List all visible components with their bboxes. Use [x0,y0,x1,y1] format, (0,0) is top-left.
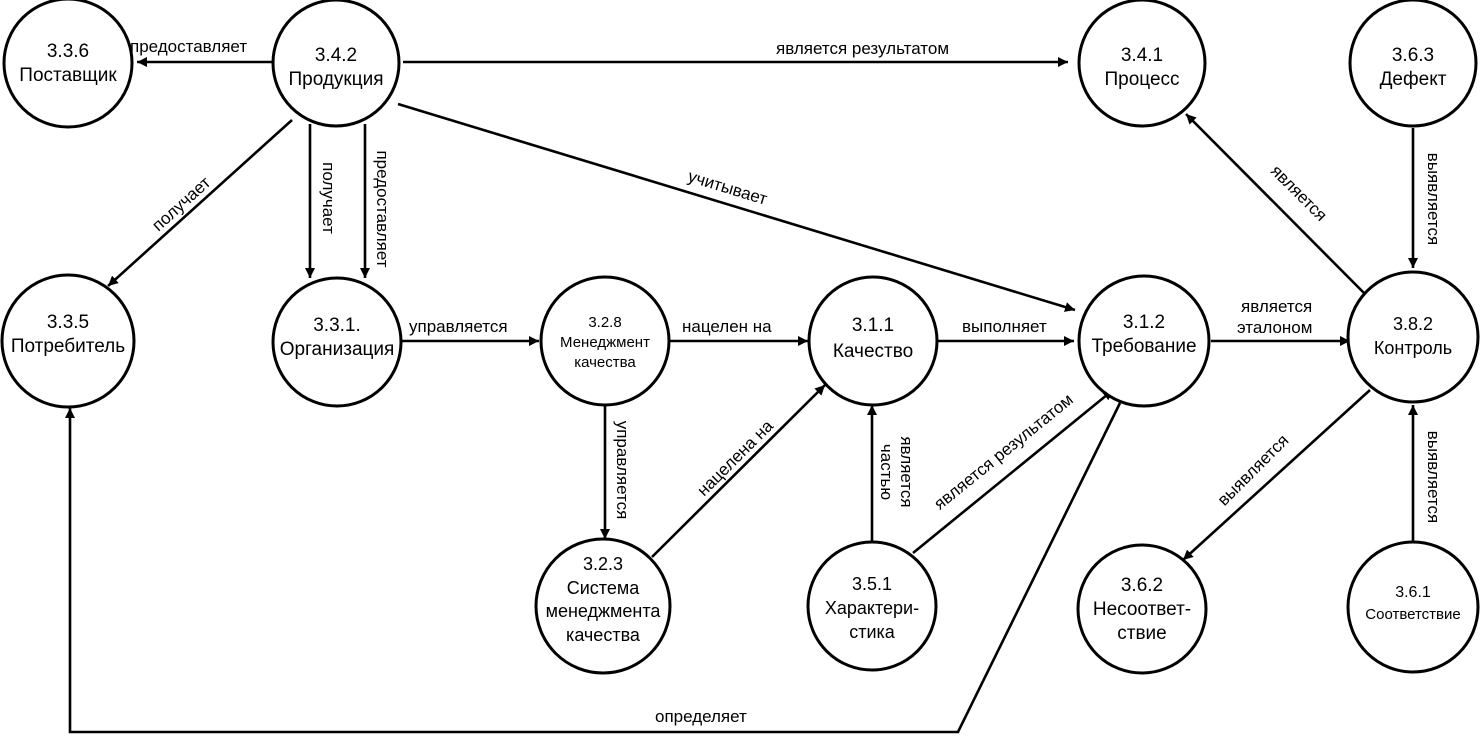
edges [65,57,1418,734]
node-sistema-name-2: менеджмента [546,601,662,621]
label-uchityvaet: учитывает [686,167,770,209]
node-produkciya-name: Продукция [288,69,383,90]
node-sootvetstvie-id: 3.6.1 [1395,584,1431,601]
node-sootvetstvie-name: Соответствие [1365,606,1460,623]
node-kontrol-id: 3.8.2 [1393,314,1433,334]
label-upravlyaetsya-vert: управляется [613,421,632,520]
node-organizaciya-name: Организация [280,339,395,360]
node-process-name: Процесс [1104,69,1179,90]
edge-kontrol-nesootvetstvie [1182,389,1371,561]
node-nesootvetstvie-name-1: Несоответ- [1093,599,1191,620]
node-postavshchik: 3.3.6 Поставщик [2,0,134,129]
node-trebovanie-id: 3.1.2 [1123,312,1165,333]
node-harakteristika-name-1: Характери- [825,598,919,618]
node-kontrol: 3.8.2 Контроль [1346,270,1480,404]
node-menedzhment-name-2: качества [574,354,636,371]
node-kachestvo-name: Качество [833,341,913,362]
node-process-id: 3.4.1 [1121,45,1163,66]
node-trebovanie-name: Требование [1091,336,1196,357]
label-yavlyaetsya-etalon-2: эталоном [1237,318,1312,337]
node-menedzhment-name-1: Менеджмент [560,334,650,351]
node-harakteristika-name-2: стика [849,622,896,642]
node-kontrol-name: Контроль [1374,338,1452,358]
label-yavlyaetsya-rezultatom-diag: является результатом [930,390,1076,514]
label-poluchaet-diag: получает [148,173,214,235]
node-potrebitel-name: Потребитель [11,336,125,357]
label-vyyavlyaetsya-defekt: выявляется [1424,153,1443,245]
label-yavlyaetsya-diag: является [1267,161,1331,225]
label-opredelyaet: определяет [655,707,747,726]
node-harakteristika-id: 3.5.1 [852,574,892,594]
node-harakteristika: 3.5.1 Характери- стика [806,540,938,672]
node-organizaciya-id: 3.3.1. [313,315,361,336]
node-defekt: 3.6.3 Дефект [1348,0,1478,128]
node-nesootvetstvie-id: 3.6.2 [1121,575,1163,596]
node-sootvetstvie: 3.6.1 Соответствие [1346,540,1480,674]
node-postavshchik-name: Поставщик [19,65,117,86]
label-predostavlyaet-vert: предоставляет [373,150,392,267]
label-yavlyaetsya-chastyu-2: частью [877,444,896,500]
node-potrebitel: 3.3.5 Потребитель [0,273,136,409]
edge-trebovanie-potrebitel [65,402,1122,734]
label-yavlyaetsya-chastyu-1: является [897,436,916,507]
edge-sistema-kachestvo [651,384,826,558]
node-postavshchik-id: 3.3.6 [47,41,89,62]
node-process: 3.4.1 Процесс [1077,0,1207,128]
node-trebovanie: 3.1.2 Требование [1077,274,1211,408]
label-upravlyaetsya-horiz: управляется [409,317,508,336]
node-sistema-name-1: Система [567,578,640,598]
node-defekt-id: 3.6.3 [1392,45,1434,66]
label-nacelen-na: нацелен на [682,317,772,336]
label-vypolnyaet: выполняет [962,317,1047,336]
node-sistema-menedzhmenta: 3.2.3 Система менеджмента качества [534,537,672,675]
label-yavlyaetsya-rezultatom-top: является результатом [776,39,949,58]
node-defekt-name: Дефект [1380,69,1447,90]
node-menedzhment-kachestva: 3.2.8 Менеджмент качества [539,275,671,407]
node-menedzhment-id: 3.2.8 [588,314,621,331]
node-nesootvetstvie: 3.6.2 Несоответ- ствие [1076,543,1208,675]
node-nesootvetstvie-name-2: ствие [1117,623,1166,644]
label-vyyavlyaetsya-sootv: выявляется [1424,431,1443,523]
node-produkciya: 3.4.2 Продукция [271,0,401,128]
label-yavlyaetsya-etalon-1: является [1241,297,1312,316]
node-organizaciya: 3.3.1. Организация [271,276,403,408]
nodes: 3.3.6 Поставщик 3.4.2 Продукция 3.4.1 Пр… [0,0,1480,675]
node-potrebitel-id: 3.3.5 [47,312,89,333]
label-poluchaet-vert: получает [319,162,338,234]
edge-produkciya-potrebitel [107,119,293,287]
node-sistema-id: 3.2.3 [583,554,623,574]
node-sistema-name-3: качества [566,625,641,645]
label-nacelena-na: нацелена на [693,416,777,500]
node-produkciya-id: 3.4.2 [315,45,357,66]
edge-kontrol-process [1185,113,1367,296]
edge-produkciya-trebovanie [397,102,1076,312]
label-predostavlyaet-top: предоставляет [130,37,247,56]
node-kachestvo: 3.1.1 Качество [807,275,939,407]
edge-harakteristika-trebovanie [912,388,1114,555]
node-kachestvo-id: 3.1.1 [852,315,894,336]
